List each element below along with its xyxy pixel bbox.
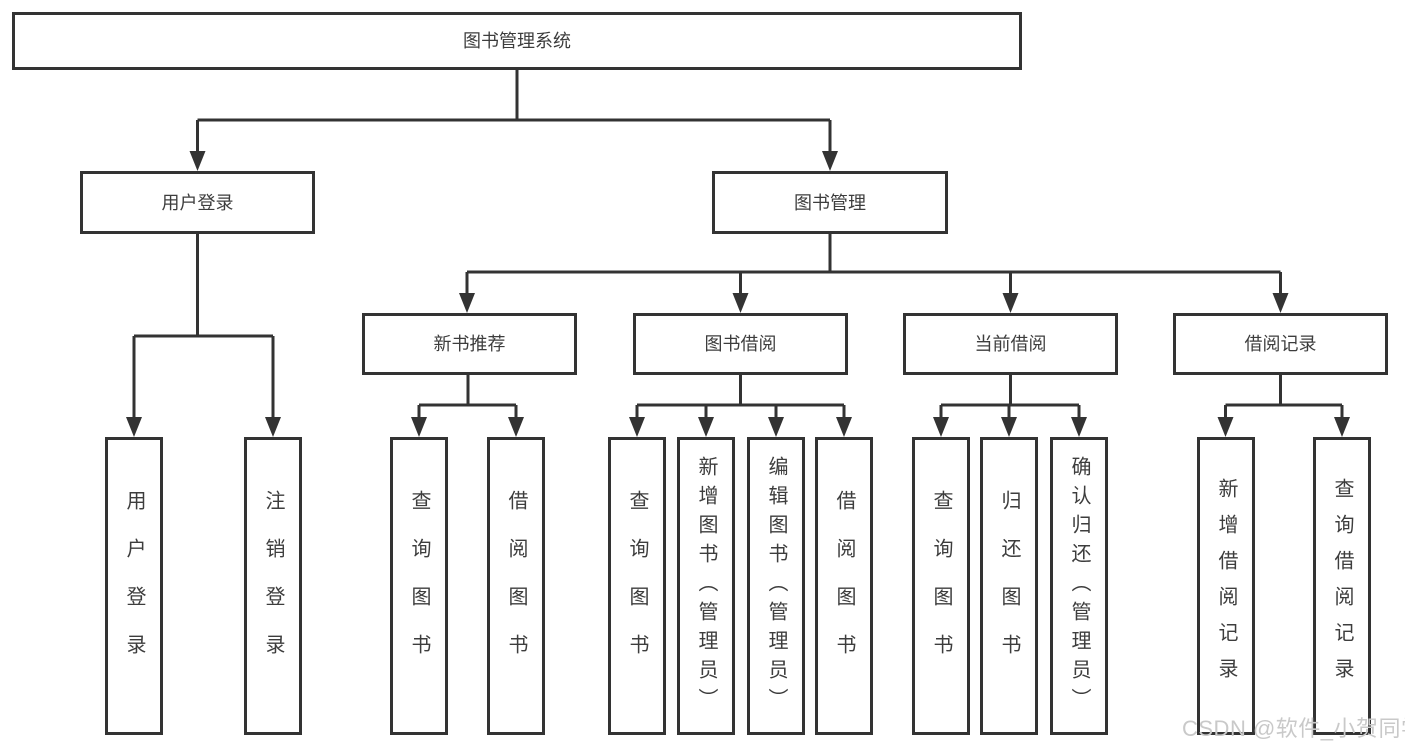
csdn-watermark: CSDN @软件_小贺同学 (1182, 716, 1405, 741)
leaf-add-borrow-record: 新增借阅记录 (1197, 437, 1255, 735)
leaf-user-login: 用户登录 (105, 437, 163, 735)
leaf-edit-book-admin: 编辑图书（管理员） (747, 437, 805, 735)
leaf-query-books-current: 查询图书 (912, 437, 970, 735)
node-book-borrow: 图书借阅 (633, 313, 848, 375)
node-borrow-records: 借阅记录 (1173, 313, 1388, 375)
leaf-query-borrow-record: 查询借阅记录 (1313, 437, 1371, 735)
node-library-system: 图书管理系统 (12, 12, 1022, 70)
arrowhead-icon (126, 151, 1350, 437)
leaf-borrow-books-recommend: 借阅图书 (487, 437, 545, 735)
node-book-management: 图书管理 (712, 171, 948, 234)
leaf-confirm-return-admin: 确认归还（管理员） (1050, 437, 1108, 735)
leaf-return-books: 归还图书 (980, 437, 1038, 735)
node-current-borrow: 当前借阅 (903, 313, 1118, 375)
node-user-login: 用户登录 (80, 171, 315, 234)
leaf-logout: 注销登录 (244, 437, 302, 735)
leaf-query-books-borrow: 查询图书 (608, 437, 666, 735)
node-new-book-recommend: 新书推荐 (362, 313, 577, 375)
leaf-query-books-recommend: 查询图书 (390, 437, 448, 735)
leaf-add-book-admin: 新增图书（管理员） (677, 437, 735, 735)
tree-edges (132, 70, 1344, 421)
leaf-borrow-books: 借阅图书 (815, 437, 873, 735)
